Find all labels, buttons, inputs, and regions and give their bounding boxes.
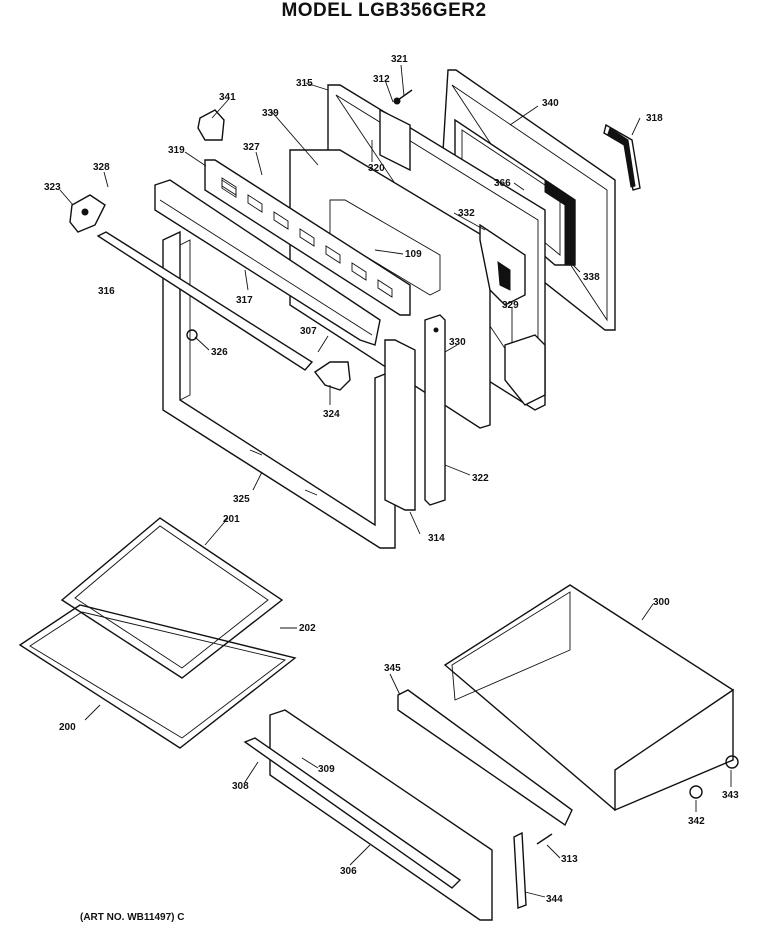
- label-325: 325: [233, 494, 250, 505]
- label-327: 327: [243, 142, 260, 153]
- label-202: 202: [299, 623, 316, 634]
- label-309: 309: [318, 764, 335, 775]
- oven-rack-200: [18, 604, 297, 749]
- hinge-bracket-323: [69, 194, 106, 233]
- label-307: 307: [300, 326, 317, 337]
- label-109: 109: [405, 249, 422, 260]
- screw-313: [536, 833, 553, 845]
- label-201: 201: [223, 514, 240, 525]
- label-330: 330: [449, 337, 466, 348]
- label-328: 328: [93, 162, 110, 173]
- bracket-341: [197, 109, 225, 141]
- label-340: 340: [542, 98, 559, 109]
- art-number: (ART NO. WB11497) C: [80, 912, 185, 923]
- drawer-rail-345: [397, 689, 573, 827]
- drawer-bracket-344: [513, 831, 527, 909]
- hinge-329: [504, 334, 546, 406]
- label-332: 332: [458, 208, 475, 219]
- label-321: 321: [391, 54, 408, 65]
- label-339: 339: [262, 108, 279, 119]
- label-314: 314: [428, 533, 445, 544]
- label-319: 319: [168, 145, 185, 156]
- label-312: 312: [373, 74, 390, 85]
- drawer-front-306: [243, 709, 493, 921]
- label-345: 345: [384, 663, 401, 674]
- label-308: 308: [232, 781, 249, 792]
- door-handle-316: [96, 231, 314, 371]
- door-side-channel-322: [424, 314, 446, 506]
- door-gasket-318: [603, 123, 641, 191]
- label-366: 366: [494, 178, 511, 189]
- label-313: 313: [561, 854, 578, 865]
- label-317: 317: [236, 295, 253, 306]
- window-pack-332: [479, 223, 526, 306]
- label-344: 344: [546, 894, 563, 905]
- screw-321: [393, 89, 413, 105]
- door-top-frame-317: [154, 179, 381, 346]
- spacer-326: [186, 329, 198, 341]
- storage-drawer-300: [443, 584, 735, 812]
- label-306: 306: [340, 866, 357, 877]
- part-labels: 321 312 315 340 341 339 318 327 319 320 …: [44, 54, 739, 905]
- door-liner-319: [204, 159, 411, 316]
- label-329: 329: [502, 300, 519, 311]
- label-343: 343: [722, 790, 739, 801]
- label-341: 341: [219, 92, 236, 103]
- door-side-trim-314: [384, 339, 416, 511]
- leader-lines: [59, 64, 732, 898]
- label-315: 315: [296, 78, 313, 89]
- model-title: MODEL LGB356GER2: [281, 0, 487, 21]
- foot-343: [725, 755, 739, 769]
- label-300: 300: [653, 597, 670, 608]
- label-338: 338: [583, 272, 600, 283]
- label-322: 322: [472, 473, 489, 484]
- label-318: 318: [646, 113, 663, 124]
- label-326: 326: [211, 347, 228, 358]
- label-316: 316: [98, 286, 115, 297]
- label-200: 200: [59, 722, 76, 733]
- clip-324: [313, 361, 351, 391]
- foot-342: [689, 785, 703, 799]
- label-323: 323: [44, 182, 61, 193]
- label-342: 342: [688, 816, 705, 827]
- label-324: 324: [323, 409, 340, 420]
- label-320: 320: [368, 163, 385, 174]
- broil-pan-201: [60, 517, 284, 679]
